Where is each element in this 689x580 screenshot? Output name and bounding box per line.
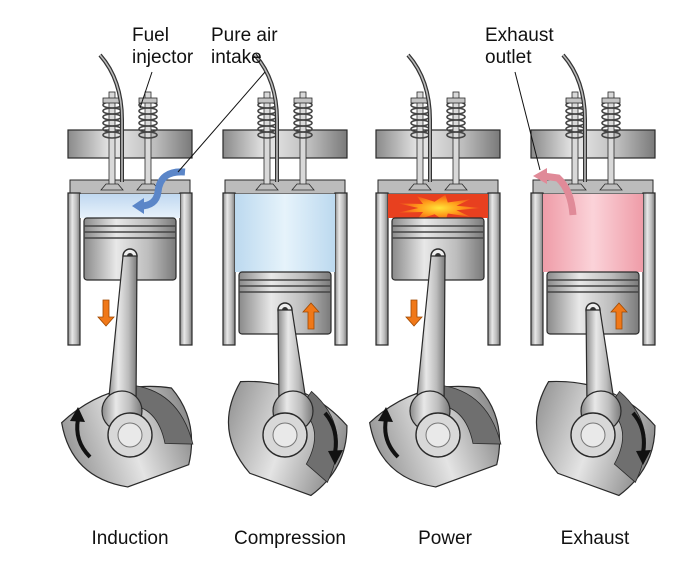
piston-motion-arrow-power (405, 299, 423, 327)
crank-rotation-arrow-power (383, 418, 400, 459)
cylinder-wall-left-induction (67, 192, 81, 346)
valve-stem-power-0 (416, 91, 424, 188)
exhaust-outlet-label-line1: Exhaust (485, 25, 554, 46)
fuel-injector-label-line1: Fuel (132, 25, 169, 46)
pure-air-leader (177, 71, 266, 173)
cylinder-head-induction (67, 129, 193, 159)
chamber-exhaust (543, 194, 643, 272)
valve-head-power-1 (444, 183, 468, 191)
crank-rotation-arrow-induction (75, 418, 92, 459)
exhaust-outlet-callout: Exhaust outlet (485, 25, 554, 69)
fuel-injector-callout: Fuel injector (132, 25, 193, 69)
crank-rotation-arrowhead-power (378, 407, 393, 422)
pure-air-intake-callout: Pure air intake (211, 25, 278, 69)
cylinder-head-compression (222, 129, 348, 159)
crank-rotation-arrowhead-compression (328, 450, 343, 465)
stage-label-induction: Induction (91, 528, 169, 549)
valve-cap-power-1 (446, 97, 466, 104)
valve-stem-induction-1 (144, 91, 152, 188)
cylinder-wall-right-power (487, 192, 501, 346)
intake-flow-arrow (139, 168, 186, 210)
intake-flow-arrowhead (132, 198, 144, 214)
crank-rotation-arrowhead-induction (70, 407, 85, 422)
valve-stem-induction-0 (108, 91, 116, 188)
pure-air-label-line2: intake (211, 47, 262, 68)
cylinder-wall-left-power (375, 192, 389, 346)
head-gasket-compression (224, 179, 346, 195)
ignition-flame (398, 194, 480, 222)
valve-head-induction-0 (100, 183, 124, 191)
crank-rotation-arrowhead-exhaust (636, 450, 651, 465)
cylinder-power (369, 53, 502, 488)
valve-stem-power-1 (452, 91, 460, 188)
head-gasket-power (377, 179, 499, 195)
valve-cap-exhaust-1 (601, 97, 621, 104)
cylinder-wall-left-compression (222, 192, 236, 346)
cylinder-compression (222, 53, 348, 497)
valve-stem-compression-1 (299, 91, 307, 188)
exhaust-outlet-leader (514, 71, 541, 171)
cylinder-wall-right-exhaust (642, 192, 656, 346)
crank-rotation-arrow-exhaust (631, 411, 646, 454)
cylinder-wall-left-exhaust (530, 192, 544, 346)
pure-air-label-line1: Pure air (211, 25, 278, 46)
stage-label-compression: Compression (234, 528, 346, 549)
crank-rotation-arrow-compression (323, 411, 338, 454)
cylinder-wall-right-compression (334, 192, 348, 346)
cylinder-wall-right-induction (179, 192, 193, 346)
cylinder-head-power (375, 129, 501, 159)
valve-head-exhaust-1 (599, 183, 623, 191)
valve-head-compression-0 (255, 183, 279, 191)
valve-cap-compression-1 (293, 97, 313, 104)
valve-head-induction-1 (136, 183, 160, 191)
chamber-induction (80, 194, 180, 218)
cylinder-induction (61, 53, 194, 488)
piston-motion-arrow-compression (302, 302, 320, 330)
chamber-compression (235, 194, 335, 272)
fuel-injector-leader (139, 71, 153, 109)
exhaust-flow-arrow (542, 172, 577, 216)
valve-stem-exhaust-0 (571, 91, 579, 188)
exhaust-flow-arrowhead (533, 168, 547, 184)
valve-stem-compression-0 (263, 91, 271, 188)
stage-label-exhaust: Exhaust (560, 528, 630, 549)
valve-stem-exhaust-1 (607, 91, 615, 188)
piston-motion-arrow-exhaust (610, 302, 628, 330)
fuel-injector-label-line2: injector (132, 47, 194, 68)
exhaust-outlet-label-line2: outlet (485, 47, 532, 68)
valve-cap-induction-1 (138, 97, 158, 104)
piston-motion-arrow-induction (97, 299, 115, 327)
stage-label-power: Power (418, 528, 472, 549)
cylinder-head-exhaust (530, 129, 656, 159)
head-gasket-exhaust (532, 179, 654, 195)
head-gasket-induction (69, 179, 191, 195)
valve-head-compression-1 (291, 183, 315, 191)
cylinder-exhaust (530, 53, 656, 497)
valve-head-power-0 (408, 183, 432, 191)
